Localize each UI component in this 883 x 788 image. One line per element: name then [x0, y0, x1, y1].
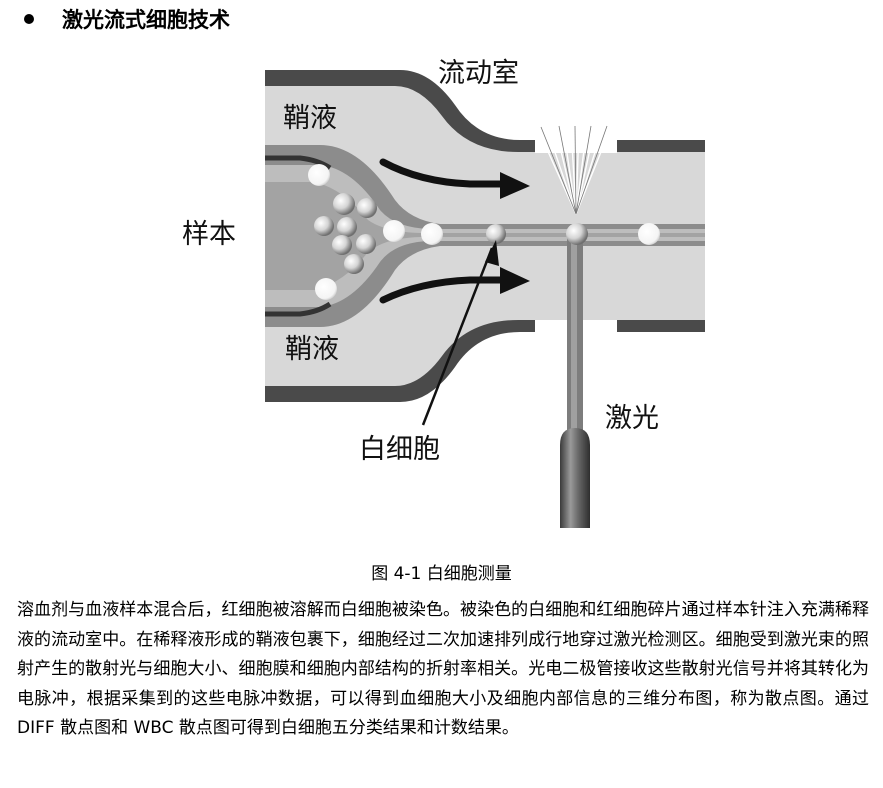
label-sheath-top: 鞘液	[283, 103, 337, 134]
cells	[308, 164, 660, 300]
section-title: 激光流式细胞技术	[62, 8, 230, 32]
label-sheath-bottom: 鞘液	[285, 334, 339, 365]
top-window	[535, 140, 617, 153]
body-paragraph: 溶血剂与血液样本混合后，红细胞被溶解而白细胞被染色。被染色的白细胞和红细胞碎片通…	[17, 600, 869, 738]
scatter-light-rays	[536, 125, 612, 215]
label-sample: 样本	[182, 219, 236, 250]
flow-cell-diagram: 流动室 鞘液 样本 鞘液 激光 白细胞	[182, 58, 705, 528]
label-flow-chamber: 流动室	[438, 58, 519, 89]
figure-caption: 图 4-1 白细胞测量	[371, 564, 512, 584]
section-heading: 激光流式细胞技术	[24, 4, 230, 34]
white-cell-pointer	[421, 247, 494, 426]
label-white-cell: 白细胞	[359, 434, 440, 465]
flow-arrow-bottom	[379, 276, 509, 304]
laser-device	[560, 428, 590, 528]
flow-arrow-top	[379, 158, 509, 188]
label-laser: 激光	[605, 403, 659, 434]
sample-stream-core	[265, 182, 705, 290]
bullet-icon	[24, 14, 34, 24]
